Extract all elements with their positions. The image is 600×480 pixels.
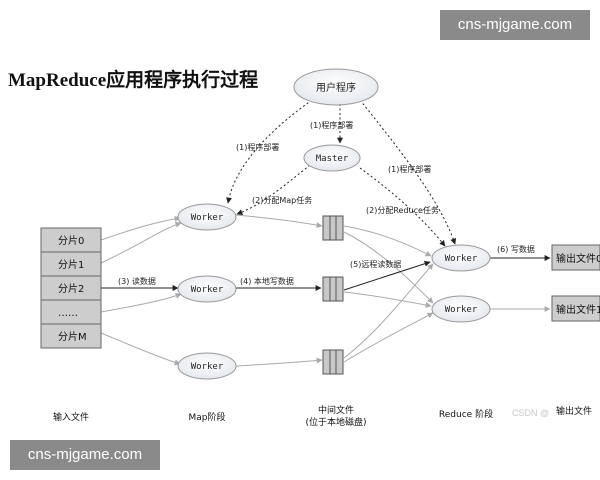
map-worker-1-label: Worker bbox=[191, 213, 224, 223]
split0-to-worker1-edge bbox=[100, 215, 181, 241]
split-m-label: 分片M bbox=[58, 330, 87, 343]
assign-reduce-label: (2)分配Reduce任务 bbox=[366, 205, 439, 215]
user-program-label: 用户程序 bbox=[316, 81, 356, 94]
deploy-right-label: (1)程序部署 bbox=[388, 164, 431, 174]
stage-output-label: 输出文件 bbox=[556, 405, 592, 417]
split-2-box bbox=[40, 275, 102, 301]
master-node bbox=[303, 144, 361, 172]
write-label: (6) 写数据 bbox=[497, 244, 535, 254]
split-0-box bbox=[40, 227, 102, 253]
split-2-label: 分片2 bbox=[58, 282, 84, 295]
deploy-left-edge bbox=[226, 99, 313, 204]
reduce-worker-2-label: Worker bbox=[445, 305, 478, 315]
split-1-box bbox=[40, 251, 102, 277]
csdn-watermark: CSDN @ bbox=[512, 408, 549, 418]
file1-to-reduce1-edge bbox=[343, 225, 432, 257]
worker3-to-file3-edge bbox=[235, 357, 323, 367]
watermark-bottom: cns-mjgame.com bbox=[10, 440, 160, 470]
deploy-right-edge bbox=[359, 99, 457, 245]
master-label: Master bbox=[316, 154, 349, 164]
output-file-1-box bbox=[551, 295, 600, 322]
intermediate-file-2 bbox=[322, 276, 344, 302]
intermediate-file-3 bbox=[322, 349, 344, 375]
file1-to-reduce2-edge bbox=[343, 231, 434, 304]
split-1-label: 分片1 bbox=[58, 258, 84, 271]
user-program-node bbox=[293, 68, 379, 106]
deploy-mid-label: (1)程序部署 bbox=[310, 120, 353, 130]
read-label: (3) 读数据 bbox=[118, 276, 156, 286]
split1-to-worker1-edge bbox=[100, 221, 182, 264]
output-file-0-label: 输出文件0 bbox=[556, 252, 600, 265]
split-ellipsis-label: …… bbox=[58, 308, 78, 319]
map-worker-3-node bbox=[177, 352, 237, 380]
worker1-to-file1-edge bbox=[235, 214, 323, 228]
watermark-top: cns-mjgame.com bbox=[440, 10, 590, 40]
splitM-to-worker3-edge bbox=[100, 332, 181, 366]
reduce-worker-1-label: Worker bbox=[445, 254, 478, 264]
split4-to-worker2-edge bbox=[100, 293, 182, 313]
intermediate-file-1 bbox=[322, 215, 344, 241]
stage-intermediate-label-2: (位于本地磁盘) bbox=[305, 416, 366, 428]
input-file-stack bbox=[40, 227, 102, 349]
reduce-worker-2-node bbox=[431, 295, 491, 323]
remote-read-label: (5)远程读数据 bbox=[350, 259, 401, 269]
reduce-worker-1-node bbox=[431, 244, 491, 272]
file2-to-reduce2-edge bbox=[343, 291, 432, 308]
local-write-label: (4) 本地写数据 bbox=[240, 276, 294, 286]
split-m-box bbox=[40, 323, 102, 349]
assign-map-label: (2)分配Map任务 bbox=[252, 195, 312, 205]
map-worker-2-node bbox=[177, 275, 237, 303]
stage-map-label: Map阶段 bbox=[189, 411, 226, 423]
output-file-1-label: 输出文件1 bbox=[556, 303, 600, 316]
map-worker-2-label: Worker bbox=[191, 285, 224, 295]
file3-to-reduce2-edge bbox=[343, 312, 434, 363]
assign-map-edge bbox=[236, 164, 311, 215]
diagram-title: MapReduce应用程序执行过程 bbox=[8, 68, 258, 91]
split-0-label: 分片0 bbox=[58, 234, 84, 247]
stage-input-label: 输入文件 bbox=[53, 411, 89, 423]
output-file-0-box bbox=[551, 244, 600, 271]
map-worker-3-label: Worker bbox=[191, 362, 224, 372]
file3-to-reduce1-edge bbox=[343, 263, 434, 359]
stage-intermediate-label-1: 中间文件 bbox=[318, 404, 354, 416]
map-worker-1-node bbox=[177, 203, 237, 231]
gray-data-edges bbox=[100, 214, 551, 367]
control-edges bbox=[226, 99, 457, 247]
remote-read-edge bbox=[343, 260, 431, 291]
split-ellipsis-box bbox=[40, 299, 102, 325]
deploy-left-label: (1)程序部署 bbox=[236, 142, 279, 152]
dark-data-edges bbox=[101, 255, 551, 291]
stage-reduce-label: Reduce 阶段 bbox=[439, 408, 493, 420]
